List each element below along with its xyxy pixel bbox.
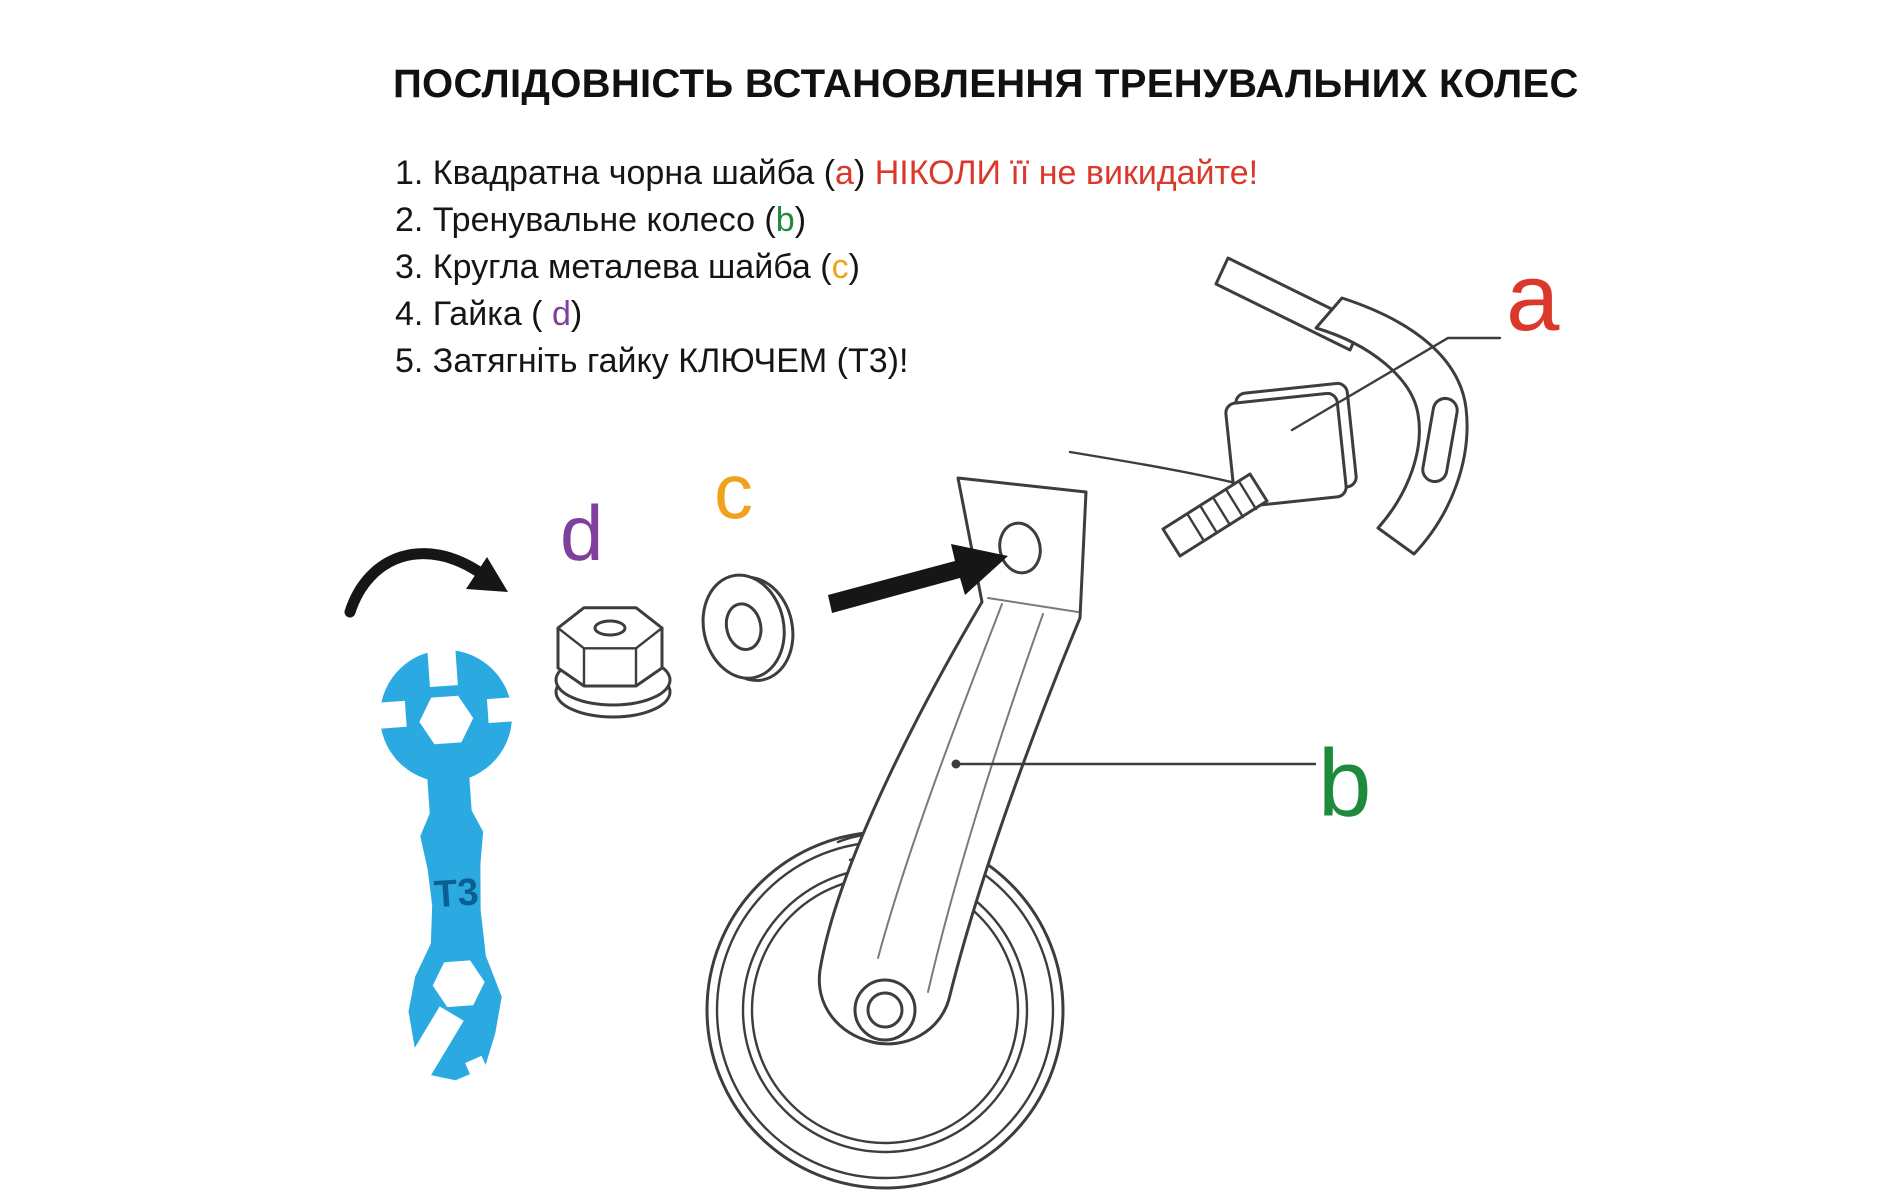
turn-arrow-icon bbox=[344, 548, 508, 618]
leader-b-dot bbox=[951, 759, 961, 769]
axle-hub-inner bbox=[866, 991, 904, 1029]
turn-arrow-shaft bbox=[344, 548, 488, 618]
step-text: 1. Квадратна чорна шайба ( bbox=[395, 154, 836, 192]
diagram-label-c: c bbox=[714, 447, 753, 535]
bracket-fold-line bbox=[927, 613, 1044, 993]
foot-hex-hole bbox=[432, 960, 485, 1008]
foot-notch bbox=[465, 1055, 497, 1096]
thread-line bbox=[1212, 497, 1232, 527]
thread-line bbox=[1238, 481, 1258, 511]
step-key-a: a bbox=[835, 154, 854, 192]
threaded-bolt bbox=[1161, 472, 1269, 558]
step-text: ) bbox=[570, 295, 583, 333]
turn-arrow-head bbox=[466, 557, 508, 592]
page-title: ПОСЛІДОВНІСТЬ ВСТАНОВЛЕННЯ ТРЕНУВАЛЬНИХ … bbox=[393, 62, 1579, 106]
step-key-d: d bbox=[551, 295, 571, 333]
fork-dropout bbox=[1314, 296, 1469, 556]
nut-hole bbox=[593, 619, 627, 637]
head-hex-hole bbox=[419, 695, 474, 745]
leader-line-b bbox=[951, 759, 1316, 769]
step-text: ) bbox=[848, 248, 860, 286]
bracket-crease bbox=[987, 597, 1079, 613]
step-text: 5. Затягніть гайку КЛЮЧЕМ (Т3)! bbox=[395, 342, 909, 380]
step-text: 3. Кругла металева шайба ( bbox=[395, 248, 832, 286]
bolt-threads bbox=[1186, 481, 1258, 543]
frame-stay-line bbox=[1068, 450, 1250, 488]
wrench-size-mark: Т3 bbox=[433, 871, 480, 916]
step-text: ) bbox=[853, 154, 875, 192]
bracket-drawing bbox=[817, 476, 1088, 1046]
diagram-label-a: a bbox=[1506, 244, 1560, 351]
foot-open-jaw bbox=[398, 1006, 464, 1090]
diagram-label-d: d bbox=[560, 489, 604, 577]
dropout-slot bbox=[1421, 396, 1459, 484]
head-open-jaw-right bbox=[486, 696, 533, 724]
instruction-step-1: 1. Квадратна чорна шайба (a) НІКОЛИ її н… bbox=[395, 150, 1258, 197]
wrench-body bbox=[408, 769, 502, 1081]
instruction-list: 1. Квадратна чорна шайба (a) НІКОЛИ її н… bbox=[395, 150, 1258, 385]
nut-drawing bbox=[554, 606, 672, 719]
leader-a-line bbox=[1290, 336, 1502, 432]
fork-drawing bbox=[1068, 256, 1469, 558]
bracket-arm bbox=[817, 476, 1088, 1046]
thread-line bbox=[1199, 505, 1219, 535]
step-key-c: c bbox=[831, 248, 849, 286]
instruction-step-2: 2. Тренувальне колесо (b) bbox=[395, 197, 1258, 244]
thread-line bbox=[1186, 513, 1206, 543]
step-text: 4. Гайка ( bbox=[395, 295, 552, 333]
step-text: ) bbox=[794, 201, 807, 239]
round-washer-drawing bbox=[701, 573, 795, 682]
bracket-fold-line bbox=[877, 603, 1003, 959]
washer-hole bbox=[724, 602, 763, 651]
thread-line bbox=[1225, 489, 1245, 519]
instruction-step-4: 4. Гайка ( d) bbox=[395, 291, 1258, 338]
leader-line-a bbox=[1290, 336, 1502, 432]
nut-hex-body bbox=[556, 606, 664, 688]
instruction-step-3: 3. Кругла металева шайба (c) bbox=[395, 244, 1258, 291]
wrench-drawing: Т3 bbox=[360, 633, 533, 1096]
instruction-step-5: 5. Затягніть гайку КЛЮЧЕМ (Т3)! bbox=[395, 338, 1258, 385]
nut-top-face bbox=[556, 606, 664, 650]
step-warning: НІКОЛИ її не викидайте! bbox=[874, 154, 1259, 192]
square-washer-front bbox=[1224, 391, 1348, 509]
step-text: 2. Тренувальне колесо ( bbox=[395, 201, 776, 239]
diagram-label-b: b bbox=[1318, 730, 1372, 837]
insert-arrow-icon bbox=[828, 544, 1008, 613]
head-open-jaw-left bbox=[360, 700, 407, 730]
head-open-jaw-top bbox=[426, 633, 458, 688]
step-key-b: b bbox=[775, 201, 795, 239]
bracket-mount-hole bbox=[998, 521, 1042, 575]
